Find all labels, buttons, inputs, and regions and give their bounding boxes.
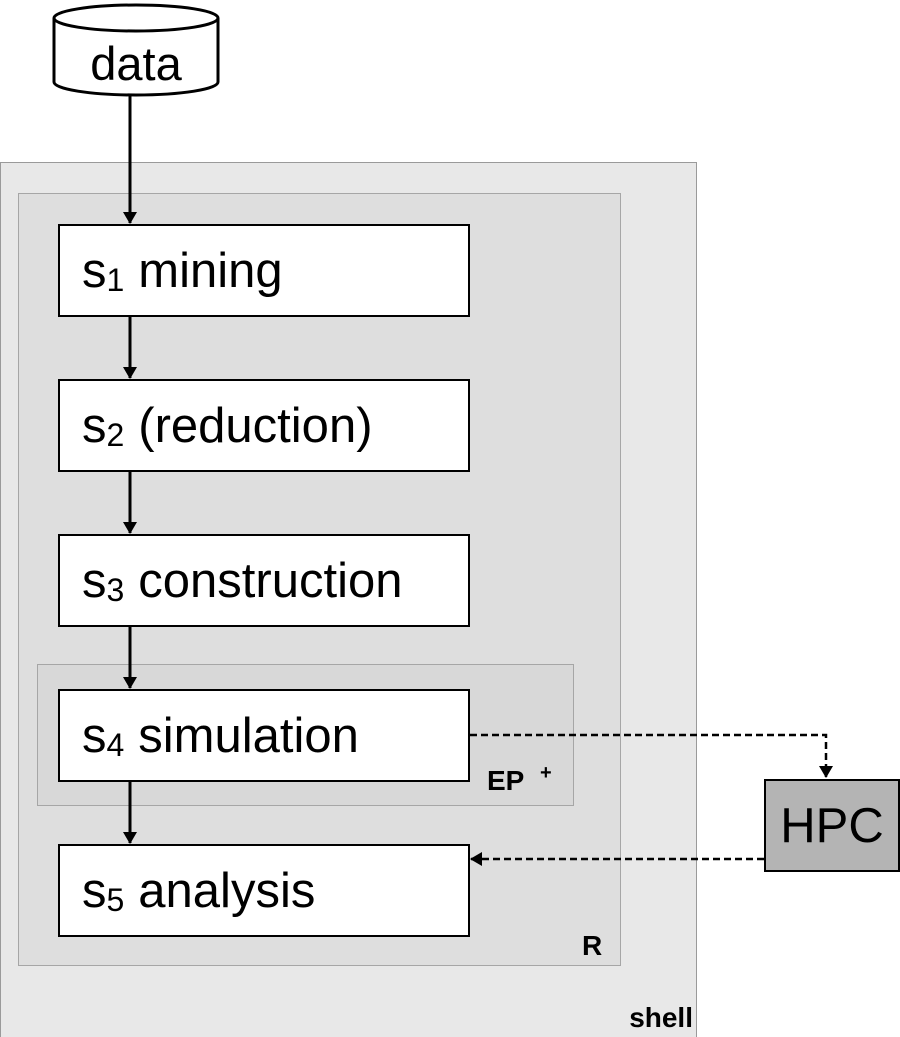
data-store-cylinder: [52, 3, 220, 97]
step-name: (reduction): [138, 398, 373, 453]
step-name: analysis: [138, 863, 316, 918]
step-index: 5: [106, 882, 125, 918]
step-letter: s: [82, 243, 107, 298]
ep-region-label: EP: [487, 765, 525, 796]
step-name: simulation: [138, 708, 359, 763]
step-letter: s: [82, 708, 107, 763]
ep-region-label-superscript: +: [540, 762, 552, 784]
step-index: 3: [106, 572, 125, 608]
step-index: 4: [106, 727, 125, 763]
r-region-label: R: [582, 930, 603, 961]
step-index: 2: [106, 417, 125, 453]
step-letter: s: [82, 553, 107, 608]
arrow-s4-to-hpc: [470, 733, 833, 778]
step-name: mining: [138, 243, 283, 298]
step-name: construction: [138, 553, 403, 608]
step-index: 1: [106, 262, 125, 298]
shell-region-label: shell: [629, 1002, 693, 1033]
step-letter: s: [82, 863, 107, 918]
data-store-label: data: [90, 36, 182, 90]
hpc-label: HPC: [780, 798, 884, 853]
step-letter: s: [82, 398, 107, 453]
hpc-box: HPC: [764, 779, 900, 872]
